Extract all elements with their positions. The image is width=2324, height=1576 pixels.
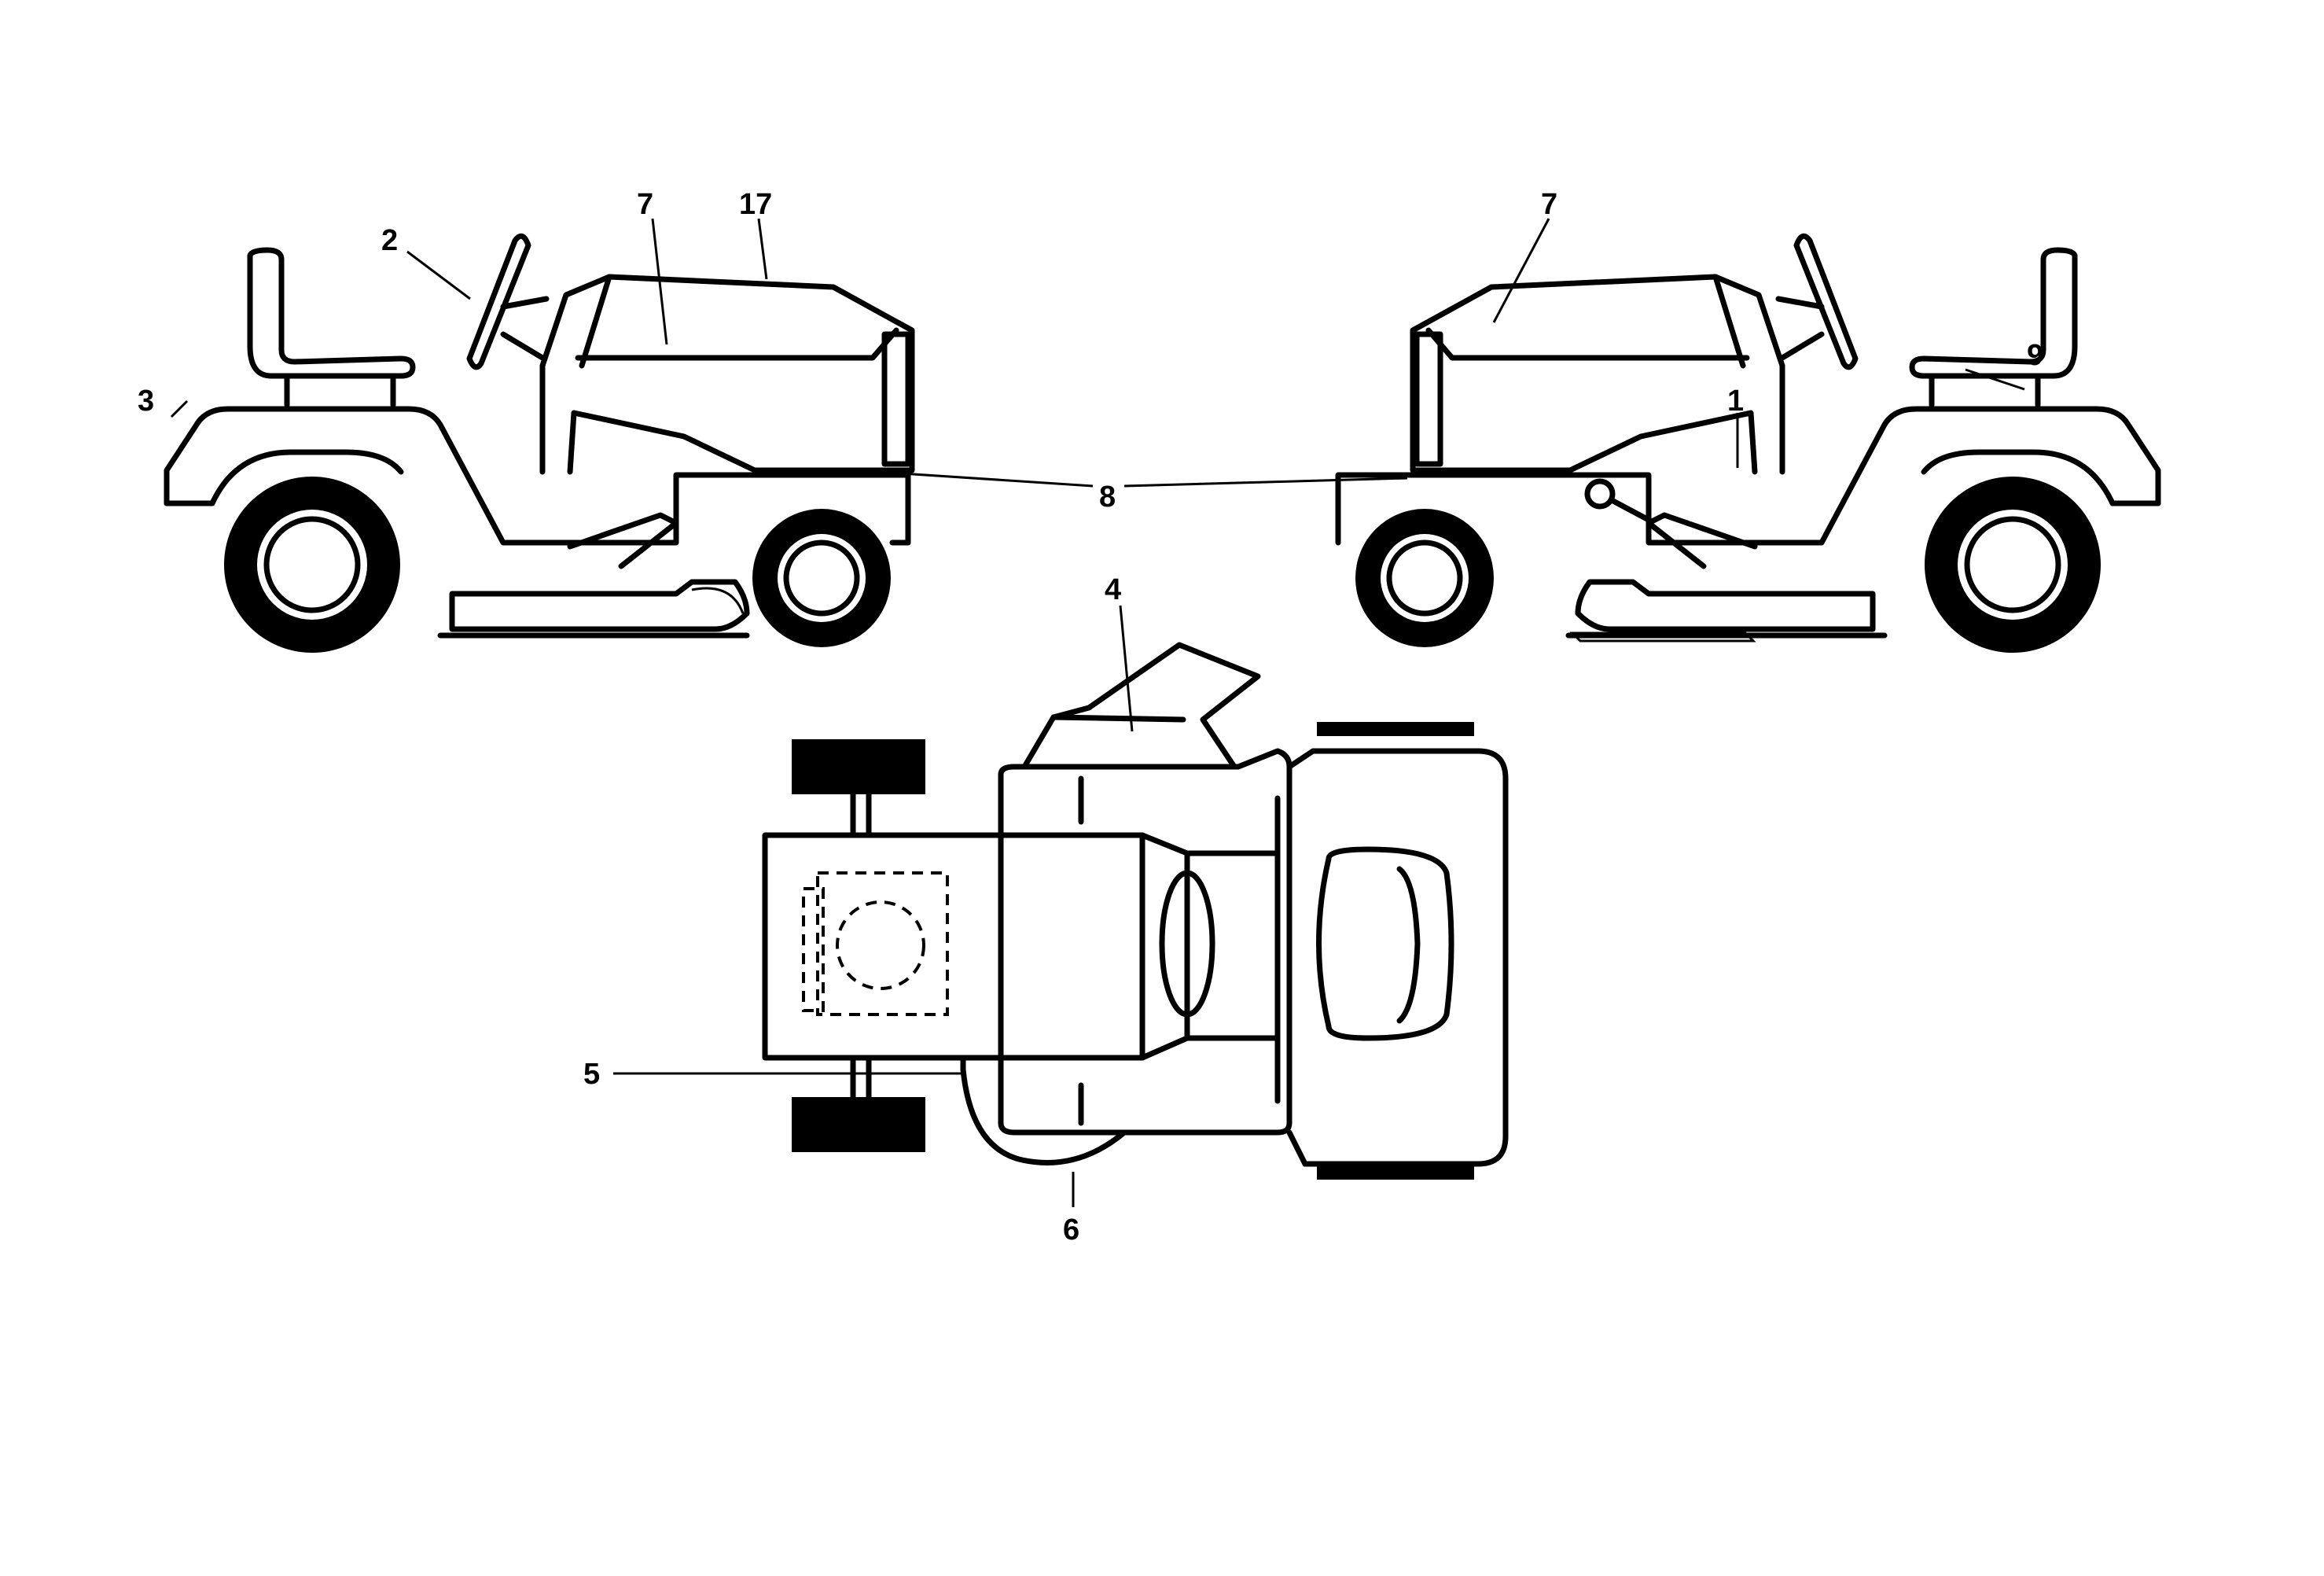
leader-lines: [170, 218, 2025, 1207]
tractor-left-side-view: [164, 233, 915, 653]
callout-2: 2: [381, 224, 398, 257]
callout-7-right: 7: [1541, 188, 1557, 221]
callout-7-left: 7: [637, 188, 653, 221]
tractor-right-side-view: [1335, 233, 2161, 653]
callout-5: 5: [583, 1058, 600, 1091]
callout-6: 6: [1063, 1213, 1079, 1246]
callout-3: 3: [138, 385, 154, 418]
callout-9: 9: [2027, 339, 2043, 372]
callout-1: 1: [1727, 385, 1744, 418]
callout-8: 8: [1099, 481, 1116, 514]
tractor-top-view: [762, 642, 1509, 1180]
callout-4: 4: [1105, 573, 1121, 606]
callout-17: 17: [739, 188, 772, 221]
